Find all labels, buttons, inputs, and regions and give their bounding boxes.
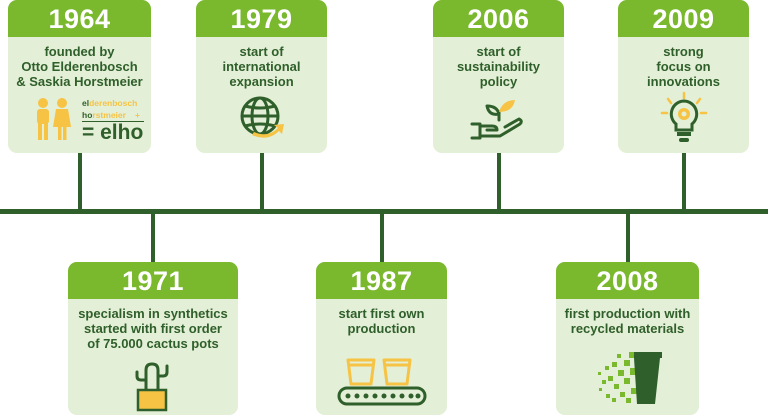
event-text: specialism in synthetics started with fi… <box>78 306 228 351</box>
timeline-axis <box>0 209 768 214</box>
event-text: start first own production <box>338 306 425 336</box>
logo-line-2: horstmeier <box>82 110 126 120</box>
event-text: first production with recycled materials <box>564 306 691 336</box>
event-year: 1971 <box>68 262 238 299</box>
event-text: start of sustainability policy <box>456 44 541 89</box>
conveyor-pots-icon <box>337 358 427 406</box>
event-card-2008: 2008 first production with recycled mate… <box>556 262 699 415</box>
event-card-2006: 2006 start of sustainability policy <box>433 0 564 153</box>
founders-icon <box>37 98 71 140</box>
cactus-pot-icon <box>135 362 169 412</box>
event-year: 2008 <box>556 262 699 299</box>
stem-1979 <box>260 150 264 212</box>
lightbulb-gear-icon <box>660 91 708 142</box>
recycled-pot-icon <box>598 352 662 404</box>
event-card-1964: 1964 founded by Otto Elderenbosch & Sask… <box>8 0 151 153</box>
logo-plus: + <box>135 110 140 120</box>
event-card-1971: 1971 specialism in synthetics started wi… <box>68 262 238 415</box>
event-text: founded by Otto Elderenbosch & Saskia Ho… <box>16 44 143 89</box>
globe-arrow-icon <box>240 96 284 138</box>
logo-result: = elho <box>82 121 144 144</box>
stem-1964 <box>78 150 82 212</box>
event-text: start of international expansion <box>222 44 301 89</box>
event-card-2009: 2009 strong focus on innovations <box>618 0 749 153</box>
event-year: 2009 <box>618 0 749 37</box>
logo-line-1: elderenbosch <box>82 98 138 108</box>
stem-2006 <box>497 150 501 212</box>
stem-1971 <box>151 212 155 264</box>
event-year: 2006 <box>433 0 564 37</box>
event-year: 1987 <box>316 262 447 299</box>
event-year: 1979 <box>196 0 327 37</box>
event-text: strong focus on innovations <box>647 44 720 89</box>
hand-sprout-icon <box>470 100 523 140</box>
event-year: 1964 <box>8 0 151 37</box>
stem-2009 <box>682 150 686 212</box>
logo-divider <box>82 121 144 122</box>
event-card-1979: 1979 start of international expansion <box>196 0 327 153</box>
stem-1987 <box>380 212 384 264</box>
stem-2008 <box>626 212 630 264</box>
event-card-1987: 1987 start first own production <box>316 262 447 415</box>
